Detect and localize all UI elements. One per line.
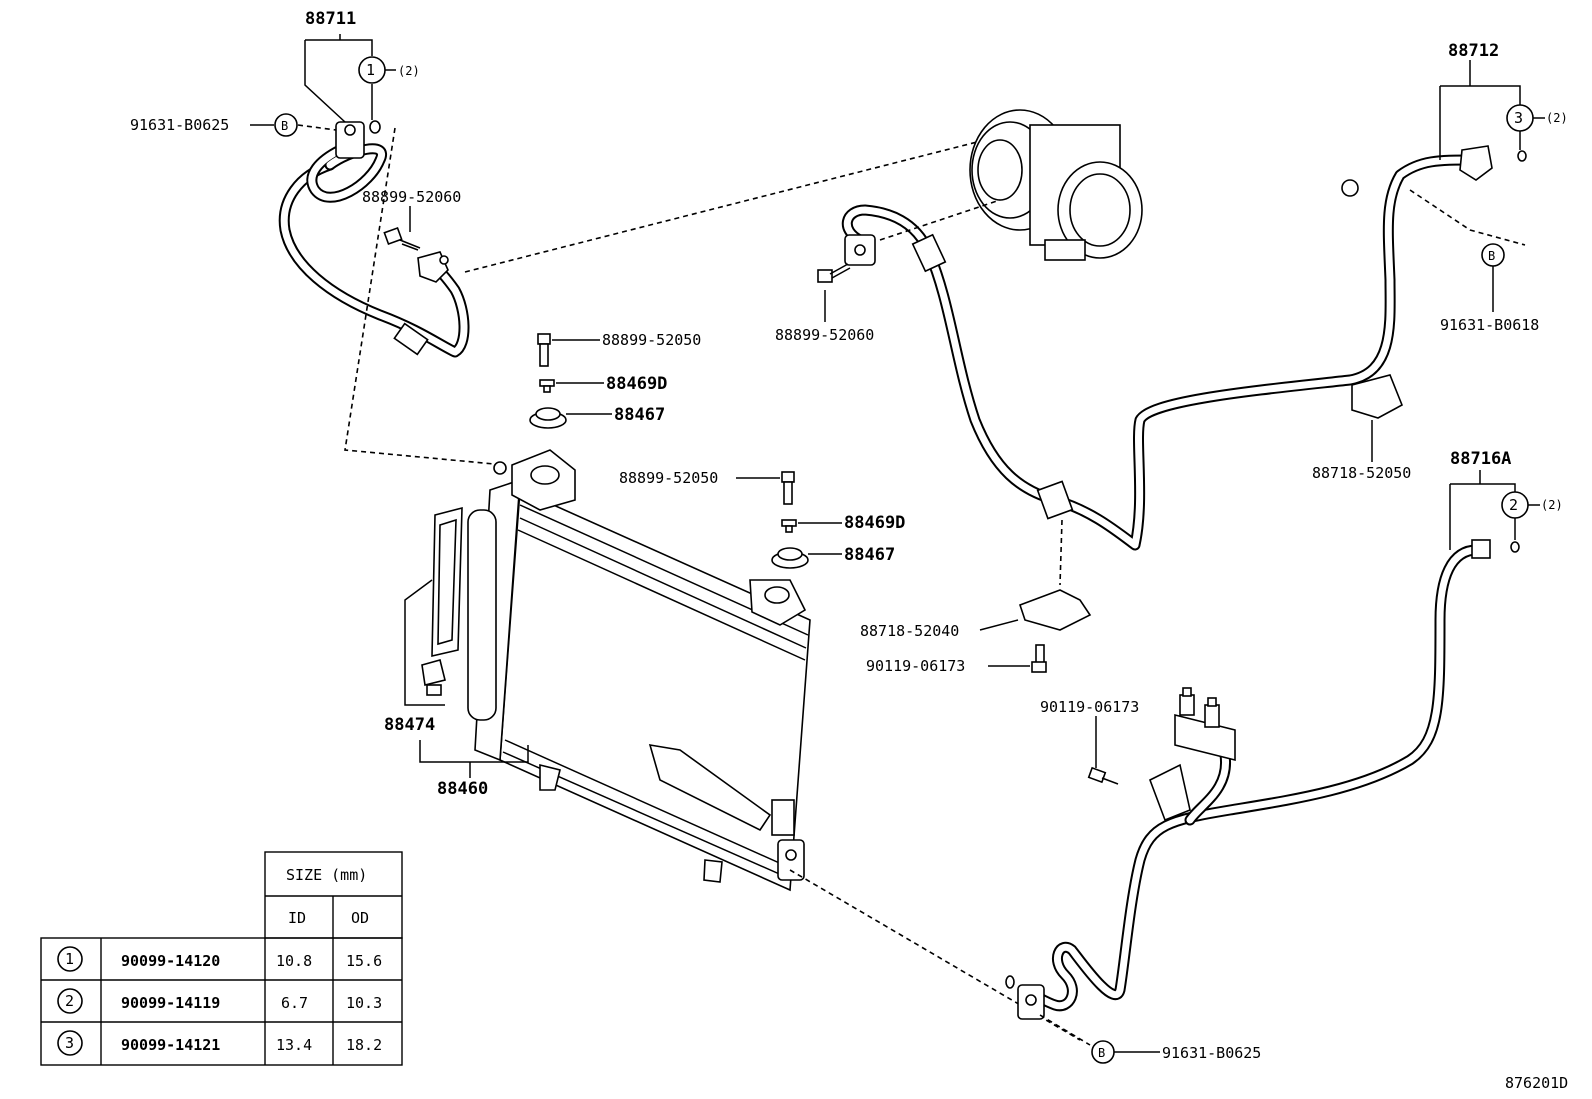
- collar-88469d-a: [539, 379, 555, 393]
- bolt-88899-52050-a: [537, 333, 551, 367]
- table-header-size: SIZE (mm): [286, 866, 367, 884]
- label-88718-52050: 88718-52050: [1312, 464, 1411, 482]
- label-88469d-b: 88469D: [844, 513, 905, 533]
- guide-line-compressor: [464, 139, 986, 273]
- label-91631-b0618: 91631-B0618: [1440, 316, 1539, 334]
- ref-b-top: [274, 113, 298, 137]
- leader-88716a: [1449, 470, 1540, 553]
- collar-88469d-b: [781, 519, 797, 533]
- callout-ring-1: 1: [366, 61, 375, 79]
- callout-ring-3: 3: [1514, 109, 1523, 127]
- clamp-88718-52040: [1018, 589, 1092, 631]
- pipe-88716a: [1005, 539, 1491, 1020]
- bolt-88899-52060-mid: [817, 263, 851, 283]
- label-90119-06173-b: 90119-06173: [1040, 698, 1139, 716]
- table-row-3-part: 90099-14121: [121, 1036, 220, 1054]
- label-88711: 88711: [305, 9, 356, 29]
- guide-line-left: [344, 127, 506, 466]
- clamp-88718-52050: [1351, 374, 1404, 419]
- table-row-1-id: 10.8: [276, 952, 312, 970]
- table-col-od: OD: [351, 909, 369, 927]
- label-88469d-a: 88469D: [606, 374, 667, 394]
- bracket-88474: [421, 506, 463, 696]
- leader-88711: [304, 34, 396, 123]
- cushion-88467-a: [529, 407, 567, 429]
- compressor: [969, 109, 1143, 261]
- guide-line-b-right: [1409, 189, 1526, 246]
- pressure-switch-block: [1148, 687, 1236, 822]
- table-row-1-od: 15.6: [346, 952, 382, 970]
- table-row-2-id: 6.7: [281, 994, 308, 1012]
- label-88899-52050-a: 88899-52050: [602, 331, 701, 349]
- callout-ring-2: 2: [1509, 496, 1518, 514]
- label-88899-52060-mid: 88899-52060: [775, 326, 874, 344]
- qty-ring-3: (2): [1546, 111, 1568, 125]
- ref-b-bottom-text: B: [1098, 1046, 1105, 1060]
- label-88899-52050-b: 88899-52050: [619, 469, 718, 487]
- table-row-2-part: 90099-14119: [121, 994, 220, 1012]
- label-90119-06173-a: 90119-06173: [866, 657, 965, 675]
- label-88467-a: 88467: [614, 405, 665, 425]
- label-91631-b0625-bottom: 91631-B0625: [1162, 1044, 1261, 1062]
- table-row-3-id: 13.4: [276, 1036, 312, 1054]
- table-row-1-ref: 1: [65, 950, 74, 968]
- cushion-88467-b: [771, 547, 809, 569]
- o-ring-1: [369, 120, 381, 134]
- qty-ring-1: (2): [398, 64, 420, 78]
- bolt-88899-52050-b: [781, 471, 795, 505]
- label-88460: 88460: [437, 779, 488, 799]
- label-88467-b: 88467: [844, 545, 895, 565]
- table-row-3-od: 18.2: [346, 1036, 382, 1054]
- label-88899-52060-left: 88899-52060: [362, 188, 461, 206]
- label-91631-b0625-top: 91631-B0625: [130, 116, 229, 134]
- table-row-1-part: 90099-14120: [121, 952, 220, 970]
- figure-id: 876201D: [1505, 1074, 1568, 1092]
- table-col-id: ID: [288, 909, 306, 927]
- table-row-3-ref: 3: [65, 1034, 74, 1052]
- table-row-2-ref: 2: [65, 992, 74, 1010]
- label-88474: 88474: [384, 715, 435, 735]
- ref-b-right-text: B: [1488, 249, 1495, 263]
- condenser-88460: [467, 449, 811, 892]
- bolt-90119-06173-b: [1087, 766, 1119, 785]
- ref-b-top-text: B: [281, 119, 288, 133]
- leader-88712: [1439, 60, 1545, 162]
- label-88712: 88712: [1448, 41, 1499, 61]
- label-88718-52040: 88718-52040: [860, 622, 959, 640]
- label-88716a: 88716A: [1450, 449, 1511, 469]
- table-row-2-od: 10.3: [346, 994, 382, 1012]
- qty-ring-2: (2): [1541, 498, 1563, 512]
- o-ring-size-table: SIZE (mm) ID OD 1 90099-14120 10.8 15.6 …: [40, 851, 403, 1066]
- hose-suction: [842, 145, 1493, 551]
- bolt-90119-06173-a: [1031, 644, 1047, 673]
- bolt-88899-52060-left: [383, 226, 421, 251]
- hose-88711: [278, 121, 470, 358]
